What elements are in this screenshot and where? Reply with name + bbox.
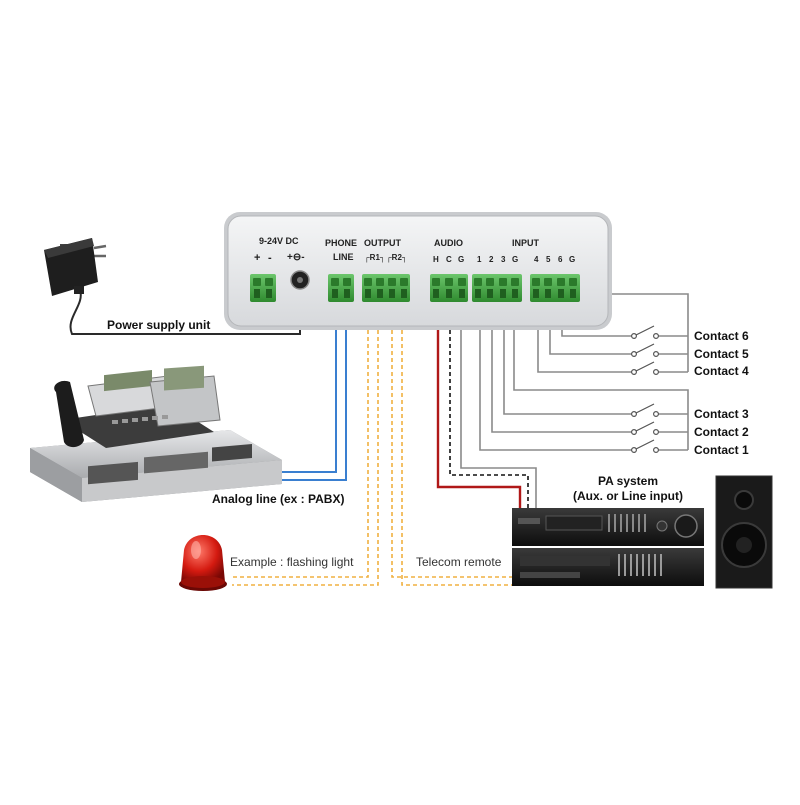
audio-c-wire: [449, 302, 529, 510]
label-r1: ┌R1┐: [364, 253, 386, 262]
power-adapter-icon: [44, 238, 107, 296]
switch-5-icon: [630, 343, 659, 358]
speaker-icon: [715, 475, 773, 589]
label-contact-6: Contact 6: [694, 329, 749, 343]
pabx-icon: [30, 430, 282, 502]
input-wires: [479, 293, 689, 451]
switch-1-icon: [630, 439, 659, 454]
label-audio: AUDIO: [434, 238, 463, 248]
flashing-light-icon: [179, 535, 227, 591]
label-pa-system: PA system: [597, 474, 659, 488]
label-contact-3: Contact 3: [694, 407, 749, 421]
label-power-minus: -: [268, 252, 272, 264]
desk-phone-icon: [54, 365, 221, 448]
switch-3-icon: [630, 403, 659, 418]
terminal-input-b: [530, 274, 580, 302]
label-power-plus: +: [254, 252, 261, 264]
label-contact-4: Contact 4: [694, 364, 749, 378]
terminal-output: [362, 274, 410, 302]
label-input-4: 4: [534, 255, 539, 264]
label-power-voltage: 9-24V DC: [259, 236, 299, 246]
interface-device: [224, 212, 612, 330]
switch-4-icon: [630, 361, 659, 376]
contact-switches: [630, 325, 659, 454]
terminal-audio: [430, 274, 468, 302]
label-input: INPUT: [512, 238, 539, 248]
label-power-supply: Power supply unit: [107, 318, 211, 332]
label-input-g1: G: [512, 255, 519, 264]
phone-wire-1: [282, 302, 337, 473]
label-telecom-remote: Telecom remote: [416, 555, 502, 569]
label-contact-5: Contact 5: [694, 347, 749, 361]
audio-g-wire: [460, 302, 537, 510]
label-dc-jack: +⊖-: [287, 252, 305, 263]
label-flashing-light: Example : flashing light: [230, 555, 354, 569]
amplifier-icon: [512, 508, 704, 586]
terminal-input-a: [472, 274, 522, 302]
label-input-g2: G: [569, 255, 576, 264]
audio-h-wire: [436, 302, 522, 510]
label-input-5: 5: [546, 255, 551, 264]
label-audio-c: C: [446, 255, 452, 264]
label-line: LINE: [333, 252, 354, 262]
power-wire: [69, 282, 301, 335]
terminal-power: [250, 274, 276, 302]
label-analog-line: Analog line (ex : PABX): [212, 492, 345, 506]
label-contact-2: Contact 2: [694, 425, 749, 439]
label-r2: ┌R2┐: [386, 253, 408, 262]
phone-wire-2: [282, 302, 347, 481]
label-input-2: 2: [489, 255, 494, 264]
label-contact-1: Contact 1: [694, 443, 749, 457]
label-phone: PHONE: [325, 238, 358, 248]
output-wires: [232, 302, 512, 586]
label-audio-g: G: [458, 255, 465, 264]
terminal-blocks: [250, 274, 580, 302]
terminal-phone: [328, 274, 354, 302]
label-input-1: 1: [477, 255, 482, 264]
switch-2-icon: [630, 421, 659, 436]
label-input-6: 6: [558, 255, 563, 264]
label-audio-h: H: [433, 255, 439, 264]
switch-6-icon: [630, 325, 659, 340]
label-output: OUTPUT: [364, 238, 401, 248]
label-input-3: 3: [501, 255, 506, 264]
label-pa-input: (Aux. or Line input): [573, 489, 683, 503]
